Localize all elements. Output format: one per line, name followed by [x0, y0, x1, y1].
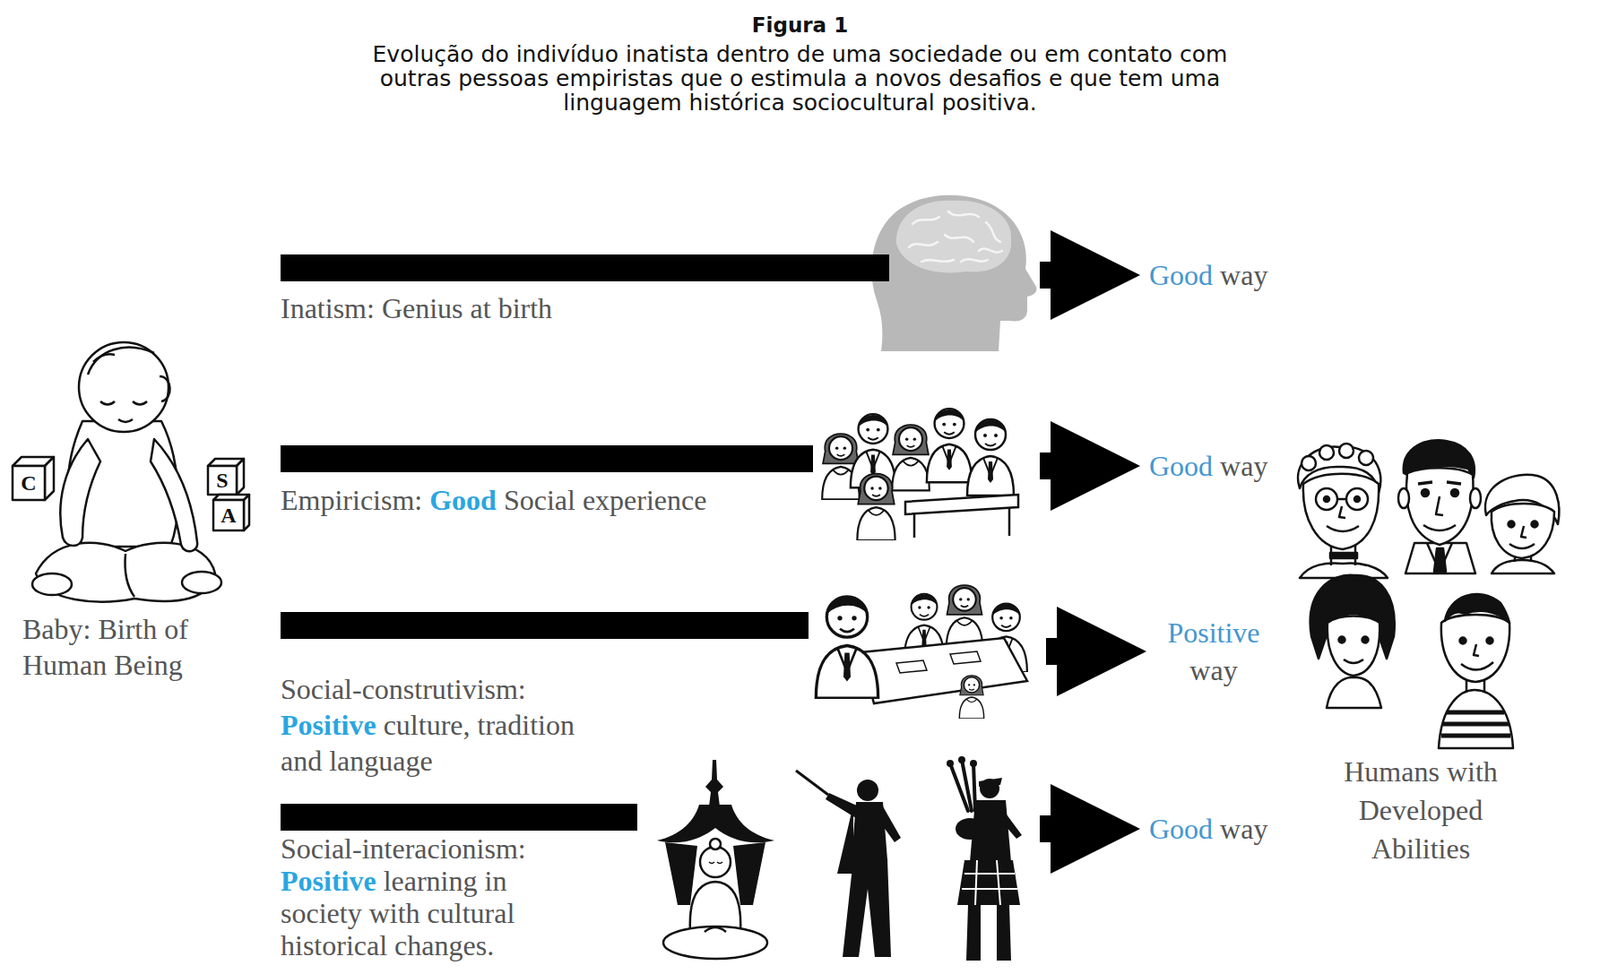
arrow-bar: [280, 625, 1057, 652]
social-group-illustration: [821, 408, 1019, 541]
bagpiper-illustration: [946, 756, 1022, 961]
node-text: Inatism: Genius at birth: [280, 290, 553, 327]
block-letter: C: [20, 471, 36, 495]
person-figure: [926, 408, 972, 483]
node-text: Social-construtivism: Positive culture, …: [280, 671, 599, 779]
node-text: Baby: Birth of Human Being: [22, 611, 238, 684]
node-text: Social-interacionism: Positive learning …: [280, 832, 568, 962]
person-figure: [815, 596, 878, 699]
result-label: Humans with Developed Abilities: [1322, 752, 1520, 869]
subject-label: Baby: Birth of Human Being: [22, 611, 238, 684]
theory-label: Social-interacionism: Positive learning …: [280, 817, 568, 962]
arrow-bar: [280, 458, 1051, 467]
outcome-label: Good way: [1140, 257, 1277, 294]
node-text: Good way: [1149, 257, 1268, 294]
arrow-connector: [280, 784, 1141, 874]
humans-illustration: [1297, 440, 1559, 749]
buddha-illustration: [657, 760, 775, 960]
arrow-head: [1050, 421, 1141, 511]
node-text: Good way: [1149, 811, 1268, 848]
arrow-bar: [280, 268, 1051, 276]
theory-label: Social-construtivism: Positive culture, …: [280, 625, 599, 779]
node-text: Humans with Developed Abilities: [1322, 752, 1520, 869]
theory-label: Inatism: Genius at birth: [280, 268, 553, 327]
baby-illustration: [12, 342, 250, 603]
person-figure: [891, 424, 930, 491]
outcome-label: Good way: [1140, 811, 1277, 848]
person-figure: [959, 675, 984, 719]
meeting-illustration: [815, 585, 1028, 719]
person-figure: [967, 419, 1014, 496]
person-figure: [856, 474, 895, 541]
brain-head-illustration: [871, 195, 1037, 352]
theory-label: Empiricism: Good Social experience: [280, 458, 707, 519]
figure-title: Figura 1: [0, 13, 1600, 38]
arrow-head: [1050, 784, 1141, 874]
arrow-bar: [280, 817, 1051, 830]
arrow-head: [1056, 606, 1147, 697]
outcome-label: Positive way: [1146, 614, 1281, 690]
block-letter: A: [220, 503, 236, 528]
block-letter: S: [216, 468, 228, 493]
node-text: Positive way: [1146, 614, 1281, 690]
figure-caption: Evolução do indivíduo inatista dentro de…: [363, 42, 1237, 115]
node-text: Good way: [1149, 448, 1268, 485]
node-text: Empiricism: Good Social experience: [280, 482, 707, 519]
arrow-head: [1050, 230, 1141, 320]
fencer-illustration: [795, 770, 901, 958]
outcome-label: Good way: [1140, 448, 1277, 485]
